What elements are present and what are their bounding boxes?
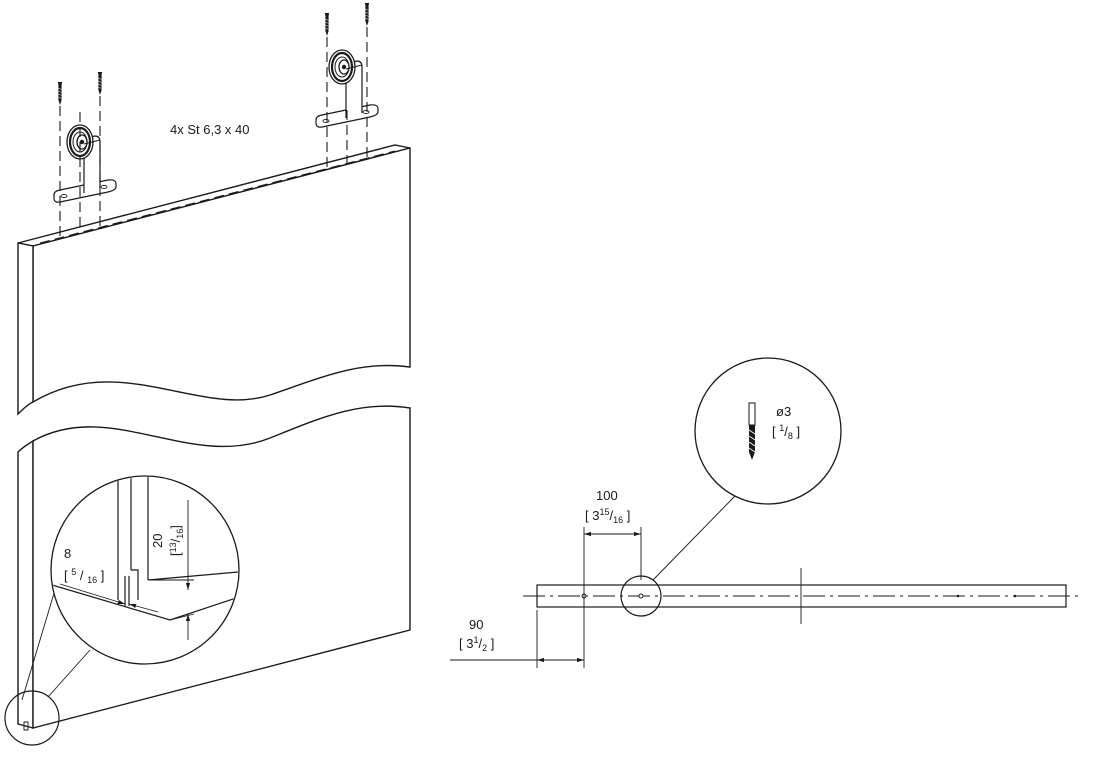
groove-width-mm: 8 bbox=[64, 546, 71, 561]
track-rail bbox=[523, 568, 1080, 624]
groove-width-in: [ 5 / 16 ] bbox=[64, 563, 104, 586]
drill-bit-icon bbox=[748, 402, 756, 460]
screw-icon bbox=[57, 81, 63, 106]
screw-icon bbox=[324, 12, 330, 37]
groove-detail: 8 [ 5 / 16 ] 20 [13/16] bbox=[4, 475, 240, 746]
left-hanger-assembly bbox=[52, 71, 118, 237]
screws-label: 4x St 6,3 x 40 bbox=[170, 122, 250, 137]
hole-spacing-mm: 100 bbox=[596, 488, 618, 503]
door-panel bbox=[17, 144, 411, 729]
right-hanger-assembly bbox=[314, 2, 380, 168]
drill-detail: ø3 [ 1/8 ] bbox=[652, 357, 842, 581]
screw-icon bbox=[364, 2, 370, 27]
screw-icon bbox=[97, 71, 103, 96]
hole-spacing-in: [ 315/16 ] bbox=[585, 507, 630, 525]
drill-diameter: ø3 bbox=[776, 404, 791, 419]
edge-distance-in: [ 31/2 ] bbox=[459, 635, 494, 653]
groove-depth-mm: 20 bbox=[150, 534, 165, 548]
rail-dimensions: 100 [ 315/16 ] 90 [ 31/2 ] bbox=[450, 488, 642, 668]
drill-diameter-in: [ 1/8 ] bbox=[772, 423, 800, 441]
edge-distance-mm: 90 bbox=[469, 617, 483, 632]
